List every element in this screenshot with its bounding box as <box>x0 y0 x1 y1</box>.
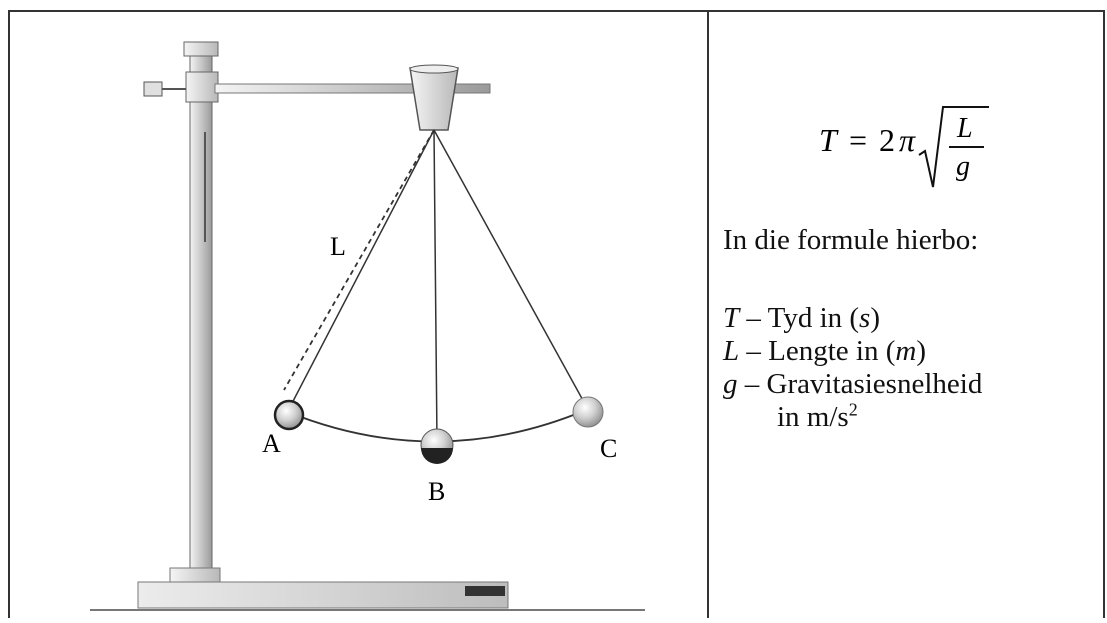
legend-intro: In die formule hierbo: <box>723 224 979 256</box>
formula-lhs: T <box>819 122 839 158</box>
legend-text-l: Lengte in ( <box>768 335 896 367</box>
label-c: C <box>600 434 617 463</box>
stand-base <box>90 581 645 611</box>
string-to-a <box>289 129 435 408</box>
formula-pi: π <box>899 122 916 158</box>
symbol-g: g <box>723 368 738 400</box>
formula-graphic: T = 2 π L g <box>819 106 989 188</box>
support-arm <box>214 83 491 94</box>
stand-clamp <box>143 41 219 103</box>
formula-equals: = <box>849 122 867 158</box>
legend-item-l: L – Lengte in (m) <box>723 335 982 368</box>
unit-text: in m/s <box>777 401 849 433</box>
label-b: B <box>428 477 445 506</box>
dash: – <box>737 368 767 400</box>
label-length: L <box>330 232 346 261</box>
legend-item-g: g – Gravitasiesnelheid <box>723 368 982 401</box>
unit-exponent: 2 <box>848 399 858 420</box>
legend-text-t: Tyd in ( <box>767 302 860 334</box>
dash: – <box>739 335 769 367</box>
formula-numerator: L <box>956 113 973 144</box>
formula-panel: T = 2 π L g In die formule hierbo: T – T… <box>709 12 1103 618</box>
formula-coefficient: 2 <box>879 122 895 158</box>
radical-sign <box>918 106 989 188</box>
length-dashed-line <box>283 129 435 391</box>
formula-denominator: g <box>956 151 970 182</box>
bob-a <box>273 399 305 431</box>
close-paren: ) <box>870 302 880 334</box>
unit-m: m <box>895 335 917 367</box>
dash: – <box>739 302 768 334</box>
string-to-b <box>433 129 438 443</box>
unit-s: s <box>859 302 871 334</box>
bob-b <box>420 428 454 464</box>
pendulum-diagram-panel: L A B C <box>10 12 707 618</box>
pivot-holder <box>409 64 459 131</box>
symbol-t: T <box>723 302 740 334</box>
legend-text-g: Gravitasiesnelheid <box>766 368 983 400</box>
figure-frame <box>8 10 1105 618</box>
legend-item-t: T – Tyd in (s) <box>723 302 982 335</box>
bob-c <box>572 396 604 428</box>
label-a: A <box>262 429 281 458</box>
symbol-l: L <box>723 335 740 367</box>
legend-unit-line: in m/s2 <box>723 399 982 434</box>
string-to-c <box>433 129 586 405</box>
period-formula: T = 2 π L g <box>819 87 999 205</box>
variable-legend: T – Tyd in (s) L – Lengte in (m) g – Gra… <box>723 302 982 434</box>
close-paren: ) <box>916 335 926 367</box>
pendulum-diagram: L A B C <box>90 41 645 611</box>
stand-rod <box>169 51 221 583</box>
column-divider <box>707 10 709 618</box>
